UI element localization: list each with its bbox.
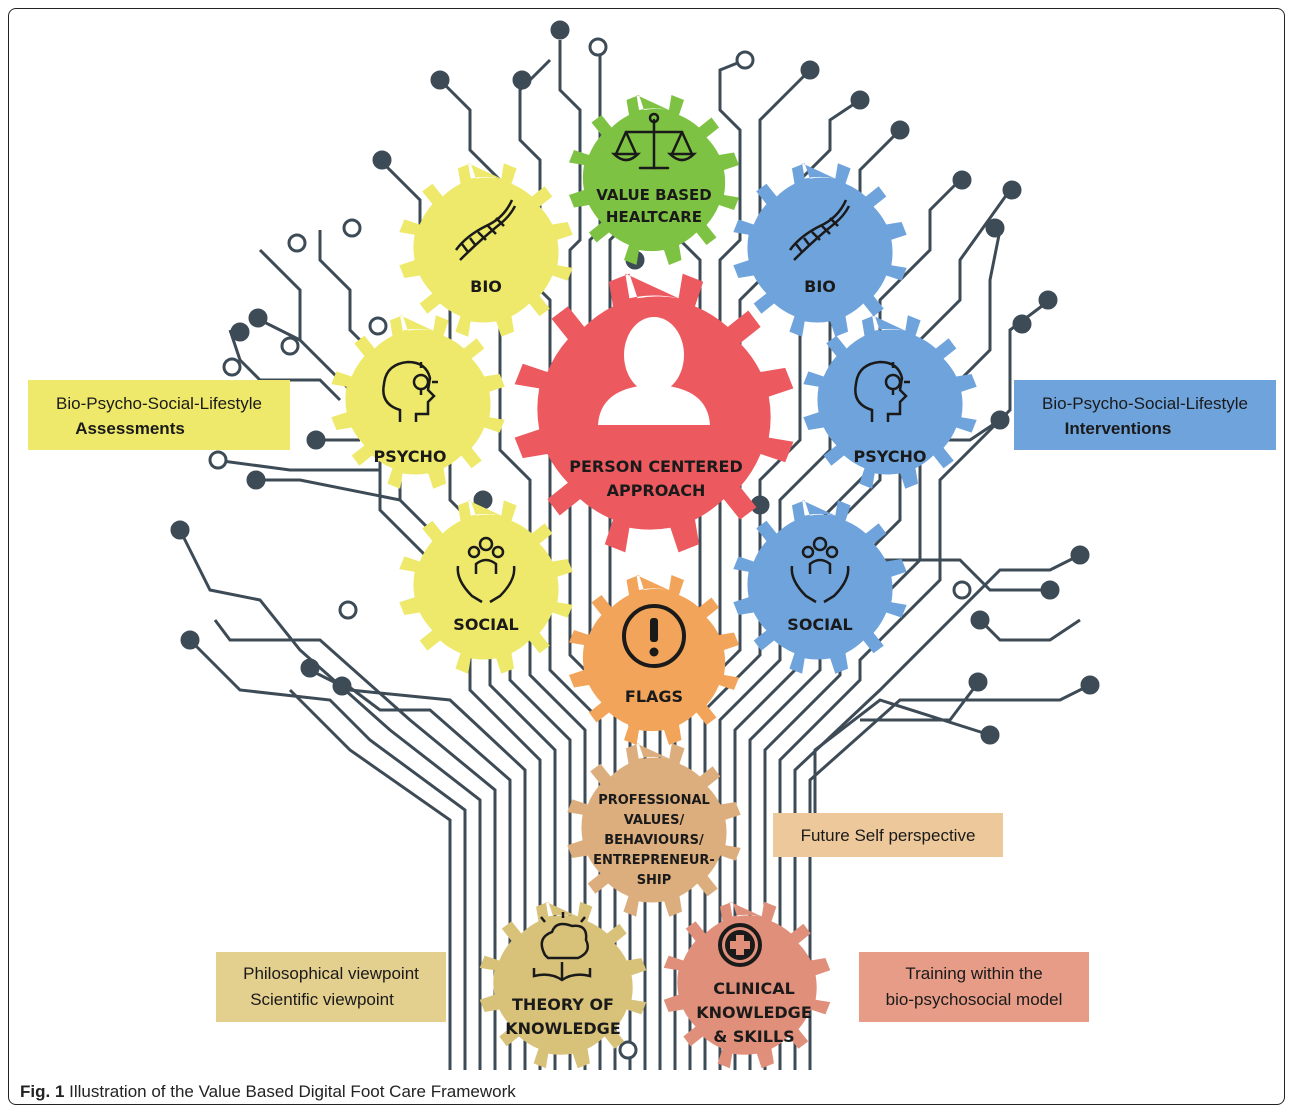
gear-label-line4: ENTREPRENEUR- <box>593 853 715 868</box>
gear-clinical-knowledge: CLINICAL KNOWLEDGE & SKILLS <box>663 901 831 1069</box>
gear-shape <box>399 163 573 337</box>
gear-shape <box>733 163 907 337</box>
box-background <box>773 813 1003 857</box>
medical-cross-icon <box>718 923 762 967</box>
box-background <box>859 952 1089 1022</box>
box-text-line2: Interventions <box>1065 419 1172 438</box>
box-future-self: Future Self perspective <box>773 813 1003 857</box>
gear-value-based-healthcare: VALUE BASED HEALTCARE <box>569 95 739 265</box>
box-background <box>1014 380 1276 450</box>
hands-people-icon <box>456 536 516 604</box>
gear-bio-right: BIO <box>733 163 907 337</box>
box-philosophical: Philosophical viewpoint Scientific viewp… <box>216 952 446 1022</box>
brain-book-icon <box>532 912 592 982</box>
box-text-line1: Future Self perspective <box>801 826 976 845</box>
gear-person-centered: PERSON CENTERED APPROACH <box>514 273 794 553</box>
gear-label-line1: VALUE BASED <box>596 186 711 204</box>
gear-social-right: SOCIAL <box>733 500 907 674</box>
gear-label: BIO <box>804 277 836 296</box>
gear-professional-values: PROFESSIONAL VALUES/ BEHAVIOURS/ ENTREPR… <box>567 743 741 917</box>
box-text-line2: Assessments <box>75 419 185 438</box>
gear-psycho-right: PSYCHO <box>803 315 977 489</box>
gear-bio-left: BIO <box>399 163 573 337</box>
box-background <box>28 380 290 450</box>
gear-label-line2: KNOWLEDGE <box>505 1019 621 1038</box>
dna-icon <box>454 199 517 261</box>
gear-social-left: SOCIAL <box>399 500 573 674</box>
head-lightbulb-icon <box>382 360 438 422</box>
gear-label-line3: & SKILLS <box>713 1027 794 1046</box>
gear-label: SOCIAL <box>787 615 852 634</box>
box-assessments: Bio-Psycho-Social-Lifestyle Assessments <box>28 380 290 450</box>
gear-theory-of-knowledge: THEORY OF KNOWLEDGE <box>479 901 647 1069</box>
gear-label: PSYCHO <box>854 447 927 466</box>
figure-caption-text: Illustration of the Value Based Digital … <box>69 1082 516 1101</box>
box-text-line1: Training within the <box>905 964 1042 983</box>
gear-shape <box>479 901 647 1069</box>
gear-flags: FLAGS <box>569 575 739 745</box>
gear-label-line1: PERSON CENTERED <box>569 457 743 476</box>
person-icon <box>598 317 710 425</box>
gear-shape <box>567 743 741 917</box>
gear-label-line1: CLINICAL <box>713 979 795 998</box>
gear-label-line5: SHIP <box>637 873 672 888</box>
gear-label-line2: VALUES/ <box>624 813 685 828</box>
box-interventions: Bio-Psycho-Social-Lifestyle Intervention… <box>1014 380 1276 450</box>
gear-shape <box>569 575 739 745</box>
box-text-line1: Philosophical viewpoint <box>243 964 419 983</box>
figure-frame <box>8 8 1285 1105</box>
dna-icon <box>788 199 851 261</box>
gear-shape <box>399 500 573 674</box>
exclamation-icon <box>622 604 686 668</box>
gear-label-line3: BEHAVIOURS/ <box>604 833 704 848</box>
box-text-line2: Scientific viewpoint <box>250 990 394 1009</box>
gear-psycho-left: PSYCHO <box>331 315 505 489</box>
hands-people-icon <box>790 536 850 604</box>
head-lightbulb-icon <box>854 360 910 422</box>
figure-caption: Fig. 1 Illustration of the Value Based D… <box>20 1082 516 1102</box>
gear-label-line1: THEORY OF <box>512 995 614 1014</box>
box-background <box>216 952 446 1022</box>
gear-label: FLAGS <box>625 687 683 706</box>
figure-caption-label: Fig. 1 <box>20 1082 65 1101</box>
gear-label-line2: KNOWLEDGE <box>696 1003 812 1022</box>
gear-label-line1: PROFESSIONAL <box>598 793 710 808</box>
gear-label: BIO <box>470 277 502 296</box>
box-text-line2: bio-psychosocial model <box>886 990 1063 1009</box>
scales-icon <box>610 112 698 170</box>
gear-label: PSYCHO <box>374 447 447 466</box>
box-text-line1: Bio-Psycho-Social-Lifestyle <box>1042 394 1248 413</box>
gear-label-line2: HEALTCARE <box>606 208 702 226</box>
box-training: Training within the bio-psychosocial mod… <box>859 952 1089 1022</box>
box-text-line1: Bio-Psycho-Social-Lifestyle <box>56 394 262 413</box>
gear-label-line2: APPROACH <box>607 481 706 500</box>
gear-label: SOCIAL <box>453 615 518 634</box>
gear-shape <box>733 500 907 674</box>
